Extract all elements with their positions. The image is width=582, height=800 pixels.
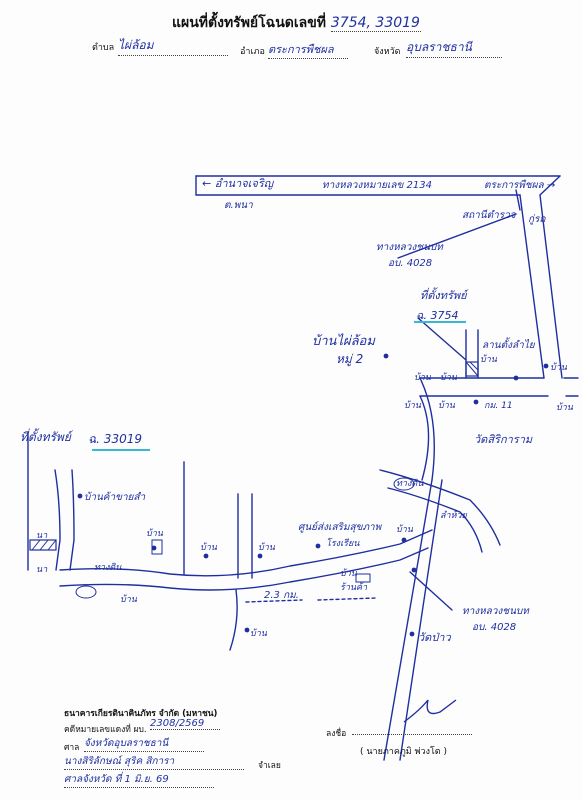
road-dirt-label: ทางดิน (396, 479, 424, 489)
village-name: บ้านไผ่ล้อม (312, 334, 375, 349)
km-11-label: กม. 11 (484, 401, 513, 411)
temple-bottom: วัดป่าว (418, 631, 451, 644)
tambon-label: ตำบล (92, 43, 115, 53)
shop-label: ร้านค้า (340, 583, 368, 593)
road-label-trakan: ตระการพืชผล → (484, 180, 556, 191)
province-label: จังหวัด (374, 47, 401, 57)
kut-rot: กู่รถ (528, 214, 546, 225)
deed-numbers: 3754, 33019 (330, 15, 421, 32)
distance-label: 2.3 กม. (264, 590, 299, 601)
case-value: 2308/2569 (150, 718, 220, 730)
house-2: บ้าน (440, 373, 457, 383)
plot-33019-marker (29, 539, 57, 551)
court-label: ศาล (64, 743, 80, 753)
highway-4028-bot: ทางหลวงชนบท (462, 606, 529, 617)
road-4028-lower-left (383, 479, 433, 761)
title-prefix: แผนที่ตั้งทรัพย์โฉนดเลขที่ (172, 15, 327, 31)
signer-name: ( นายภาคภูมิ พ่วงโต ) (360, 747, 448, 757)
court-value: จังหวัดอุบลราชธานี (84, 736, 204, 752)
map-title: แผนที่ตั้งทรัพย์โฉนดเลขที่ 3754, 33019 (172, 12, 421, 34)
house-4: บ้าน (404, 401, 421, 411)
road-4028-lower-right (399, 479, 443, 761)
sign-label: ลงชื่อ (326, 729, 347, 739)
house-shop: บ้านค้าขายสำ (84, 492, 146, 503)
house-12: บ้าน (340, 569, 357, 579)
defendant-suffix: จำเลย (258, 761, 281, 771)
house-10: บ้าน (396, 525, 413, 535)
field-label: ลานตั้งลำไย (482, 340, 535, 351)
temple-label: วัดสิริการาม (474, 433, 533, 446)
plot-33019-deed: ฉ. 33019 (88, 432, 142, 446)
house-near-plot: บ้าน (480, 355, 497, 365)
highway-4028-top-code: อบ. 4028 (388, 258, 433, 269)
road-4028-left-edge (519, 194, 545, 379)
signature-scribble (403, 699, 457, 723)
house-7: บ้าน (146, 529, 163, 539)
house-13: บ้าน (250, 629, 267, 639)
road-4028-right-edge (539, 194, 563, 379)
house-6: บ้าน (556, 403, 573, 413)
highway-4028-top: ทางหลวงชนบท (376, 242, 443, 253)
plot-33019-label: ที่ตั้งทรัพย์ (20, 430, 71, 444)
house-8: บ้าน (200, 543, 217, 553)
health-center: ศูนย์ส่งเสริมสุขภาพ (298, 522, 382, 533)
amphoe-value: ตระการพืชผล (268, 40, 348, 59)
tambon-value: ไผ่ล้อม (118, 36, 228, 56)
address-line: ศาลจังหวัด ที่ 1 มิ.ย. 69 (64, 772, 214, 788)
police-station: สถานีตำรวจ (462, 210, 516, 221)
house-9: บ้าน (258, 543, 275, 553)
house-3: บ้าน (550, 363, 567, 373)
bus-pa-na: ต.พนา (224, 200, 253, 211)
road-label-2134: ทางหลวงหมายเลข 2134 (322, 180, 432, 191)
plot-3754-marker (465, 361, 479, 377)
canal-label: ลำห้วย (440, 511, 467, 521)
village-moo: หมู่ 2 (336, 352, 364, 366)
house-5: บ้าน (438, 401, 455, 411)
bank-name: ธนาคารเกียรตินาคินภัทร จำกัด (มหาชน) (64, 709, 218, 719)
na-label-1: นา (36, 531, 48, 541)
highway-4028-bot-code: อบ. 4028 (472, 622, 517, 633)
plot-3754-label: ที่ตั้งทรัพย์ (420, 289, 467, 302)
house-11: บ้าน (120, 595, 137, 605)
house-1: บ้าน (414, 373, 431, 383)
road-label-left: ทางดิน (94, 563, 122, 573)
case-label: คดีหมายเลขแดงที่ ผบ. (64, 725, 147, 735)
defendant-name: นางสิริลักษณ์ สุริค สิการา (64, 754, 244, 770)
sign-line (352, 728, 472, 735)
school-label: โรงเรียน (326, 539, 360, 549)
province-value: อุบลราชธานี (406, 38, 502, 58)
plot-3754-deed: ฉ. 3754 (416, 309, 459, 322)
road-label-amnat: ← อำนาจเจริญ (202, 177, 274, 190)
amphoe-label: อำเภอ (240, 47, 265, 57)
na-label-2: นา (36, 565, 48, 575)
